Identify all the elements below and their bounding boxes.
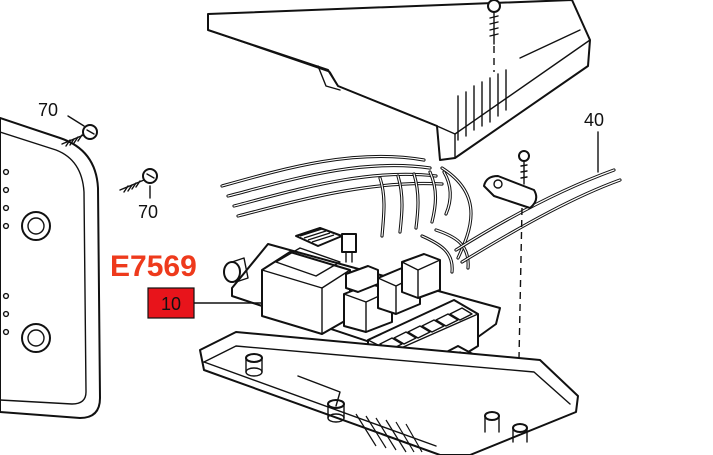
panel-knob-upper bbox=[21, 211, 51, 241]
callout-screw-upper: 70 bbox=[38, 100, 58, 120]
relays bbox=[343, 253, 441, 333]
cable-clamp bbox=[483, 150, 538, 209]
base-vents bbox=[355, 413, 423, 453]
front-panel bbox=[0, 117, 101, 419]
transformer bbox=[261, 247, 351, 335]
clamp-axis bbox=[517, 207, 523, 409]
wire-harness bbox=[220, 154, 473, 274]
product-code-label: E7569 bbox=[110, 250, 197, 283]
base-housing bbox=[199, 331, 579, 455]
cover-screw bbox=[487, 0, 501, 45]
base-post-left bbox=[245, 353, 263, 377]
base-post-right bbox=[484, 411, 528, 443]
screw-lower bbox=[119, 168, 158, 193]
screw-upper bbox=[61, 124, 98, 147]
capacitor bbox=[223, 257, 249, 283]
part-badge: 10 bbox=[147, 287, 195, 319]
header-block bbox=[295, 227, 343, 247]
small-component bbox=[341, 233, 357, 253]
panel-knob-lower bbox=[21, 323, 51, 353]
top-cover bbox=[207, 0, 591, 161]
leader-screw-upper bbox=[67, 115, 85, 127]
cable bbox=[454, 168, 622, 264]
callout-screw-lower: 70 bbox=[138, 202, 158, 222]
part-badge-number: 10 bbox=[161, 294, 181, 314]
callout-cable: 40 bbox=[584, 110, 604, 130]
